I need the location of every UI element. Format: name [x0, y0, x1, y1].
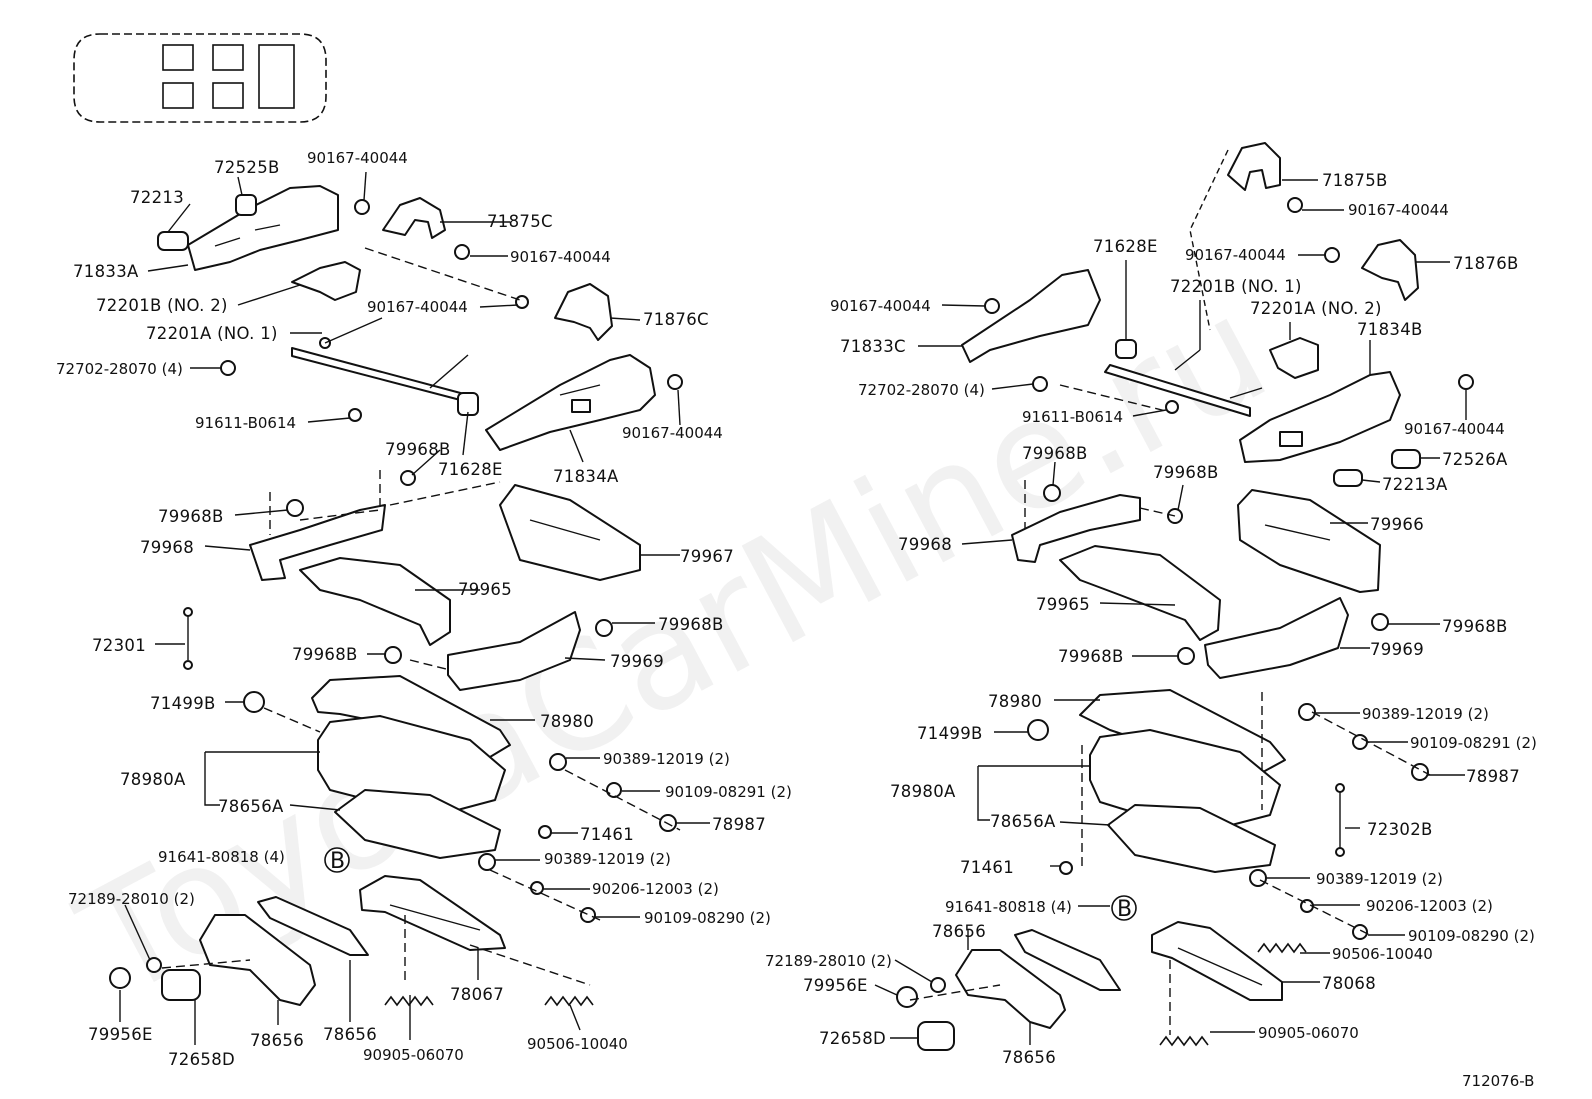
callout-b-right: B [1117, 897, 1132, 922]
label-90206-12003-right: 90206-12003 (2) [1366, 897, 1493, 915]
label-91641-80818-left: 91641-80818 (4) [158, 848, 285, 866]
label-78656-left-a: 78656 [250, 1031, 304, 1050]
label-78656A-right: 78656A [990, 812, 1056, 831]
label-78656-right-b: 78656 [1002, 1048, 1056, 1067]
label-79968B-d: 79968B [292, 645, 358, 664]
leader-lines [119, 171, 1467, 1045]
label-72189-28010-right: 72189-28010 (2) [765, 952, 892, 970]
label-90905-06070-right: 90905-06070 [1258, 1024, 1359, 1042]
label-72189-28010-left: 72189-28010 (2) [68, 890, 195, 908]
label-71876C: 71876C [643, 310, 709, 329]
label-72702-28070-right: 72702-28070 (4) [858, 381, 985, 399]
label-79968B-b: 79968B [158, 507, 224, 526]
right-seat-assembly: B [896, 142, 1474, 1051]
label-71875C: 71875C [487, 212, 553, 231]
label-72301: 72301 [92, 636, 146, 655]
label-79965-right: 79965 [1036, 595, 1090, 614]
label-79968B-e: 79968B [1022, 444, 1088, 463]
callout-b-left: B [330, 849, 345, 874]
label-79968B-a: 79968B [385, 440, 451, 459]
seat-layout-icon [73, 33, 327, 123]
label-72201B-no2: 72201B (NO. 2) [96, 296, 228, 315]
label-78987-left: 78987 [712, 815, 766, 834]
label-79966: 79966 [1370, 515, 1424, 534]
label-79968B-c: 79968B [658, 615, 724, 634]
label-90167-40044-c: 90167-40044 [367, 298, 468, 316]
label-79968-right: 79968 [898, 535, 952, 554]
label-90389-12019-c: 90389-12019 (2) [1362, 705, 1489, 723]
label-78067: 78067 [450, 985, 504, 1004]
label-91611-B0614-right: 91611-B0614 [1022, 408, 1123, 426]
label-90167-40044-f: 90167-40044 [1185, 246, 1286, 264]
label-78980-right: 78980 [988, 692, 1042, 711]
label-71834A: 71834A [553, 467, 619, 486]
label-71628E-left: 71628E [438, 460, 503, 479]
label-90167-40044-h: 90167-40044 [1404, 420, 1505, 438]
label-90167-40044-e: 90167-40044 [1348, 201, 1449, 219]
label-72213: 72213 [130, 188, 184, 207]
left-seat-assembly: B [109, 185, 683, 1007]
label-90905-06070-left: 90905-06070 [363, 1046, 464, 1064]
label-71461-left: 71461 [580, 825, 634, 844]
label-79968B-g: 79968B [1442, 617, 1508, 636]
label-72526A: 72526A [1442, 450, 1508, 469]
label-71833A: 71833A [73, 262, 139, 281]
diagram-id: 712076-B [1462, 1072, 1534, 1090]
label-90389-12019-b: 90389-12019 (2) [544, 850, 671, 868]
label-78980A-left: 78980A [120, 770, 186, 789]
label-91611-B0614-left: 91611-B0614 [195, 414, 296, 432]
label-79969-right: 79969 [1370, 640, 1424, 659]
label-79969-left: 79969 [610, 652, 664, 671]
label-72525B: 72525B [214, 158, 280, 177]
label-72201A-no1: 72201A (NO. 1) [146, 324, 278, 343]
label-79968-left: 79968 [140, 538, 194, 557]
label-90389-12019-a: 90389-12019 (2) [603, 750, 730, 768]
labels-right: 71875B 90167-40044 90167-40044 71876B 71… [765, 171, 1537, 1067]
label-72201B-no1: 72201B (NO. 1) [1170, 277, 1302, 296]
label-72658D-left: 72658D [168, 1050, 235, 1069]
label-71875B: 71875B [1322, 171, 1388, 190]
label-72213A: 72213A [1382, 475, 1448, 494]
label-78980-left: 78980 [540, 712, 594, 731]
label-91641-80818-right: 91641-80818 (4) [945, 898, 1072, 916]
label-90109-08290-right: 90109-08290 (2) [1408, 927, 1535, 945]
label-71499B-right: 71499B [917, 724, 983, 743]
label-79956E-right: 79956E [803, 976, 868, 995]
label-72658D-right: 72658D [819, 1029, 886, 1048]
label-79968B-f: 79968B [1153, 463, 1219, 482]
label-79965-left: 79965 [458, 580, 512, 599]
label-90167-40044-d: 90167-40044 [622, 424, 723, 442]
label-90506-10040-right: 90506-10040 [1332, 945, 1433, 963]
label-90167-40044-g: 90167-40044 [830, 297, 931, 315]
label-71876B: 71876B [1453, 254, 1519, 273]
label-90506-10040-left: 90506-10040 [527, 1035, 628, 1053]
label-78656-left-b: 78656 [323, 1025, 377, 1044]
label-90167-40044-b: 90167-40044 [510, 248, 611, 266]
label-71833C: 71833C [840, 337, 906, 356]
label-78980A-right: 78980A [890, 782, 956, 801]
labels-left: 72213 72525B 90167-40044 71875C 90167-40… [56, 149, 792, 1069]
label-79967: 79967 [680, 547, 734, 566]
label-71499B-left: 71499B [150, 694, 216, 713]
label-78068: 78068 [1322, 974, 1376, 993]
guide-lines [161, 247, 1431, 1035]
label-71834B: 71834B [1357, 320, 1423, 339]
label-71461-right: 71461 [960, 858, 1014, 877]
label-78656-right-a: 78656 [932, 922, 986, 941]
label-79956E-left: 79956E [88, 1025, 153, 1044]
label-72302B: 72302B [1367, 820, 1433, 839]
label-72201A-no2: 72201A (NO. 2) [1250, 299, 1382, 318]
label-90167-40044-a: 90167-40044 [307, 149, 408, 167]
label-90109-08291-left: 90109-08291 (2) [665, 783, 792, 801]
label-90206-12003-left: 90206-12003 (2) [592, 880, 719, 898]
label-90109-08290-left: 90109-08290 (2) [644, 909, 771, 927]
label-90109-08291-right: 90109-08291 (2) [1410, 734, 1537, 752]
label-78656A-left: 78656A [218, 797, 284, 816]
label-72702-28070-left: 72702-28070 (4) [56, 360, 183, 378]
label-78987-right: 78987 [1466, 767, 1520, 786]
label-71628E-right: 71628E [1093, 237, 1158, 256]
label-90389-12019-d: 90389-12019 (2) [1316, 870, 1443, 888]
label-79968B-h: 79968B [1058, 647, 1124, 666]
